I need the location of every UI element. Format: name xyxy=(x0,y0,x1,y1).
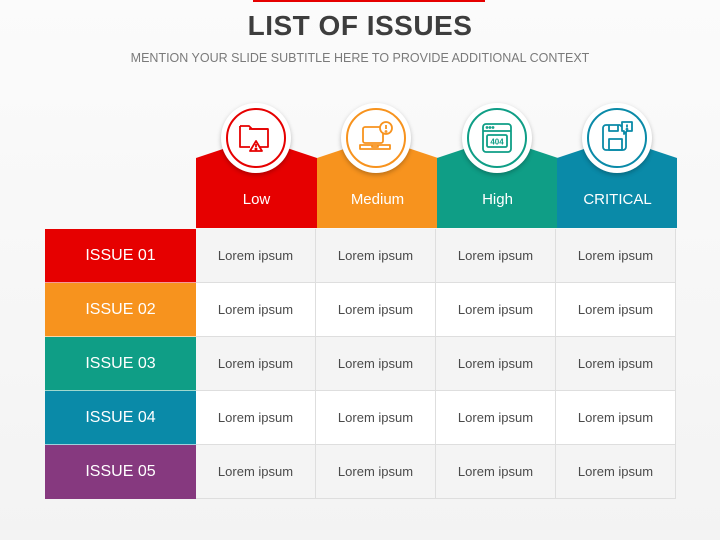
table-cell: Lorem ipsum xyxy=(316,337,436,391)
column-label: High xyxy=(482,191,513,208)
column-header-medium: Medium xyxy=(317,148,438,228)
column-label: CRITICAL xyxy=(583,191,652,208)
floppy-alert-icon xyxy=(602,121,633,151)
table-cell: Lorem ipsum xyxy=(556,283,676,337)
column-header-high: High xyxy=(437,148,558,228)
table-row-issue-04: ISSUE 04 Lorem ipsum Lorem ipsum Lorem i… xyxy=(45,391,677,445)
table-cell: Lorem ipsum xyxy=(196,391,316,445)
critical-icon-badge xyxy=(582,103,652,173)
svg-text:404: 404 xyxy=(490,138,504,147)
slide-title: LIST OF ISSUES xyxy=(247,10,473,41)
slide-subtitle: MENTION YOUR SLIDE SUBTITLE HERE TO PROV… xyxy=(130,51,590,65)
low-icon-badge xyxy=(221,103,291,173)
column-label: Low xyxy=(242,191,271,208)
row-label: ISSUE 05 xyxy=(45,445,196,499)
title-accent-bar xyxy=(253,0,485,2)
table-cell: Lorem ipsum xyxy=(436,229,556,283)
laptop-warning-icon xyxy=(359,121,393,150)
table-cell: Lorem ipsum xyxy=(556,445,676,499)
row-label: ISSUE 03 xyxy=(45,337,196,391)
row-label: ISSUE 01 xyxy=(45,229,196,283)
table-cell: Lorem ipsum xyxy=(436,283,556,337)
table-row-issue-05: ISSUE 05 Lorem ipsum Lorem ipsum Lorem i… xyxy=(45,445,677,499)
table-cell: Lorem ipsum xyxy=(196,445,316,499)
row-label: ISSUE 04 xyxy=(45,391,196,445)
table-row-issue-03: ISSUE 03 Lorem ipsum Lorem ipsum Lorem i… xyxy=(45,337,677,391)
column-header-low: Low xyxy=(196,148,317,228)
folder-warning-icon xyxy=(239,125,269,152)
table-cell: Lorem ipsum xyxy=(316,445,436,499)
table-cell: Lorem ipsum xyxy=(316,283,436,337)
table-cell: Lorem ipsum xyxy=(196,337,316,391)
table-cell: Lorem ipsum xyxy=(556,337,676,391)
table-row-issue-02: ISSUE 02 Lorem ipsum Lorem ipsum Lorem i… xyxy=(45,283,677,337)
high-icon-badge: 404 xyxy=(462,103,532,173)
medium-icon-badge xyxy=(341,103,411,173)
column-label: Medium xyxy=(350,191,405,208)
table-row-issue-01: ISSUE 01 Lorem ipsum Lorem ipsum Lorem i… xyxy=(45,229,677,283)
table-cell: Lorem ipsum xyxy=(556,391,676,445)
browser-404-icon: 404 xyxy=(482,123,512,153)
table-cell: Lorem ipsum xyxy=(436,445,556,499)
table-cell: Lorem ipsum xyxy=(436,391,556,445)
row-label: ISSUE 02 xyxy=(45,283,196,337)
column-header-critical: CRITICAL xyxy=(557,148,678,228)
table-cell: Lorem ipsum xyxy=(316,391,436,445)
table-cell: Lorem ipsum xyxy=(196,229,316,283)
table-cell: Lorem ipsum xyxy=(436,337,556,391)
table-cell: Lorem ipsum xyxy=(196,283,316,337)
table-cell: Lorem ipsum xyxy=(556,229,676,283)
table-cell: Lorem ipsum xyxy=(316,229,436,283)
